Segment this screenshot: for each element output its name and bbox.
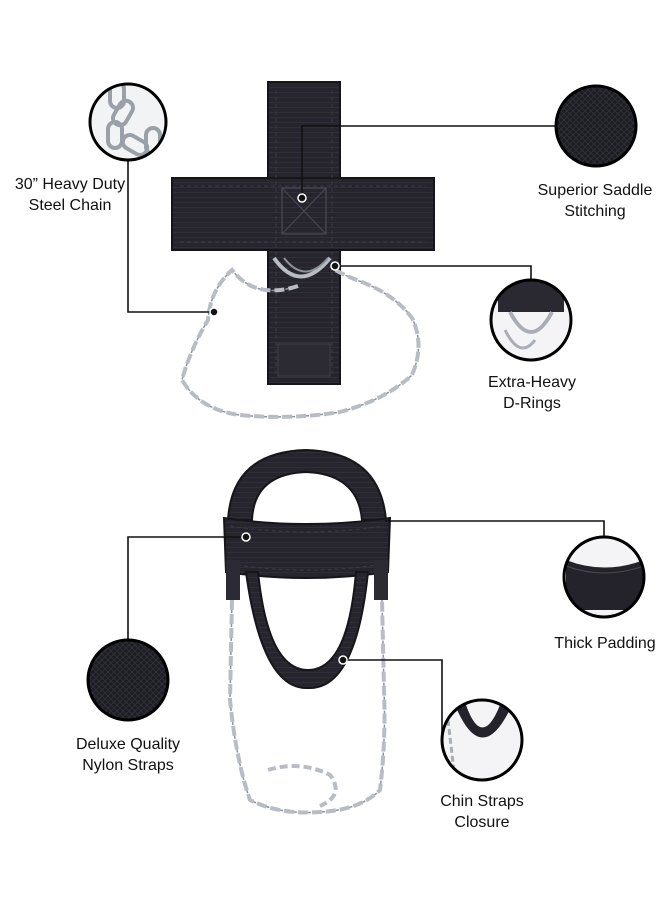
padding-callout-line1: Thick Padding [554,635,656,652]
horizontal-strap [171,177,435,251]
leader-lines [127,125,605,740]
chain-callout-label: 30” Heavy Duty Steel Chain [8,174,132,216]
fabric-weave-icon [554,84,638,168]
padding-callout-label: Thick Padding [550,633,660,654]
chin-strap [244,571,370,690]
d-rings-callout-line2: D-Rings [503,395,561,412]
chin-strap-icon [440,698,524,782]
nylon-weave-icon [86,638,170,722]
top-chain [179,266,421,419]
d-rings-callout-line1: Extra-Heavy [487,374,577,391]
chin-callout-label: Chin Straps Closure [426,791,538,833]
chain-callout-line1: 30” Heavy Duty [14,176,126,193]
chain-callout-line2: Steel Chain [28,197,112,214]
nylon-callout-label: Deluxe Quality Nylon Straps [64,734,192,776]
chain-closeup-icon [88,82,168,162]
chin-callout-line1: Chin Straps [440,793,524,810]
padding-icon [562,535,646,619]
chin-callout-line2: Closure [454,814,510,831]
head-loop [226,448,388,521]
stitching-callout-line1: Superior Saddle [537,182,653,199]
wide-band [222,516,392,579]
d-ring-left [272,256,332,279]
cross-strap-harness [171,81,435,385]
stitch-box [281,187,327,235]
head-harness [222,448,392,690]
nylon-callout-line2: Nylon Straps [82,757,174,774]
stitching-callout-label: Superior Saddle Stitching [530,180,660,222]
nylon-callout-line1: Deluxe Quality [75,736,181,753]
d-rings-callout-label: Extra-Heavy D-Rings [470,372,594,414]
d-ring-icon [489,278,573,362]
stitching-callout-line2: Stitching [564,203,626,220]
bottom-chain [227,599,387,815]
